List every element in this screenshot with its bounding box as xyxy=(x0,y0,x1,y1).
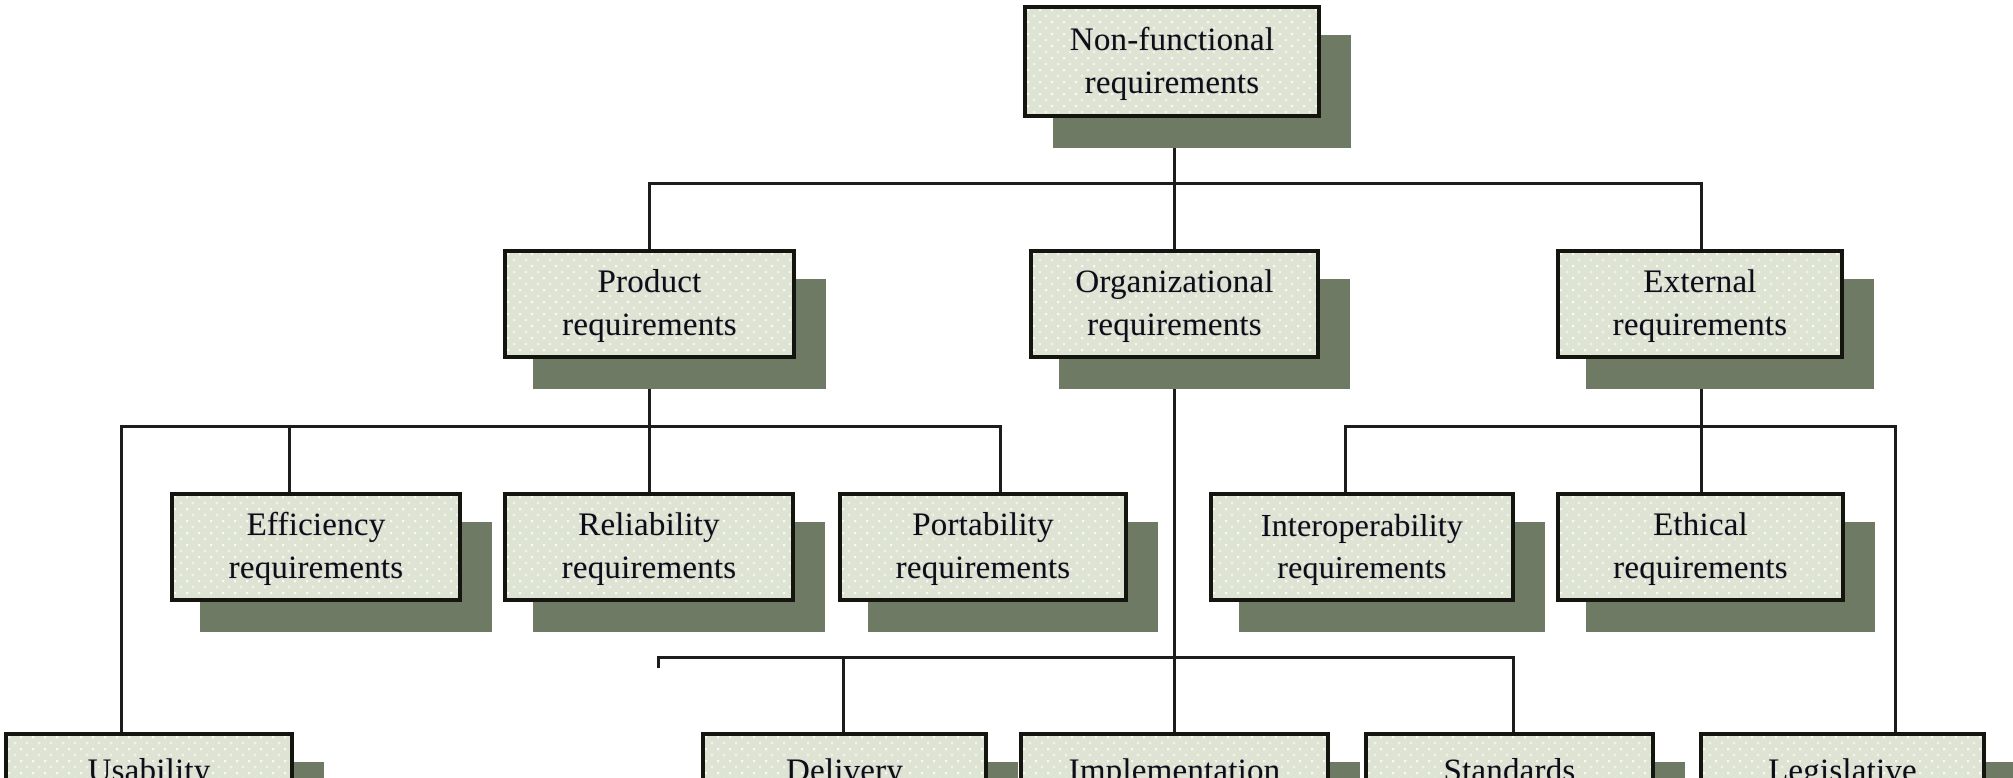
edge-to-external xyxy=(1700,182,1703,252)
node-efficiency-requirements[interactable]: Efficiency requirements xyxy=(170,492,462,602)
edge-to-legislative xyxy=(1894,425,1897,735)
edge-to-organizational xyxy=(1173,182,1176,252)
node-implementation-requirements[interactable]: Implementation xyxy=(1019,732,1330,778)
edge-product-bus xyxy=(120,425,1002,428)
edge-organizational-bus xyxy=(657,656,1515,659)
node-interoperability-requirements[interactable]: Interoperability requirements xyxy=(1209,492,1515,602)
node-label-standards-requirements: Standards xyxy=(1443,753,1576,778)
node-label-non-functional-requirements: Non-functional requirements xyxy=(1069,21,1275,101)
edge-to-efficiency xyxy=(288,425,291,495)
edge-external-stem xyxy=(1700,359,1703,427)
node-label-legislative-requirements: Legislative xyxy=(1768,753,1917,778)
node-label-implementation-requirements: Implementation xyxy=(1068,753,1281,778)
edge-root-stem xyxy=(1173,118,1176,184)
edge-to-product xyxy=(648,182,651,252)
node-label-organizational-requirements: Organizational requirements xyxy=(1075,264,1274,343)
node-usability-requirements[interactable]: Usability xyxy=(4,732,294,778)
edge-to-reliability xyxy=(648,425,651,495)
node-non-functional-requirements[interactable]: Non-functional requirements xyxy=(1023,5,1321,118)
edge-product-stem xyxy=(648,359,651,427)
edge-to-ethical xyxy=(1700,425,1703,495)
node-portability-requirements[interactable]: Portability requirements xyxy=(838,492,1128,602)
edge-to-delivery xyxy=(842,656,845,735)
node-legislative-requirements[interactable]: Legislative xyxy=(1699,732,1986,778)
node-label-ethical-requirements: Ethical requirements xyxy=(1613,507,1788,586)
node-product-requirements[interactable]: Product requirements xyxy=(503,249,796,359)
node-label-usability-requirements: Usability xyxy=(87,753,211,778)
node-standards-requirements[interactable]: Standards xyxy=(1364,732,1655,778)
edge-organizational-bus-right-end xyxy=(1512,656,1515,668)
edge-organizational-stem xyxy=(1173,359,1176,659)
edge-to-standards xyxy=(1512,656,1515,735)
node-label-portability-requirements: Portability requirements xyxy=(895,507,1071,586)
edge-to-interoperability xyxy=(1344,425,1347,495)
node-label-efficiency-requirements: Efficiency requirements xyxy=(228,507,404,586)
node-label-product-requirements: Product requirements xyxy=(562,264,737,343)
node-label-interoperability-requirements: Interoperability requirements xyxy=(1260,507,1464,585)
node-label-delivery-requirements: Delivery xyxy=(785,753,904,778)
edge-to-portability xyxy=(999,425,1002,495)
node-organizational-requirements[interactable]: Organizational requirements xyxy=(1029,249,1320,359)
edge-organizational-bus-left-end xyxy=(657,656,660,668)
node-external-requirements[interactable]: External requirements xyxy=(1556,249,1844,359)
node-delivery-requirements[interactable]: Delivery xyxy=(701,732,988,778)
edge-external-bus xyxy=(1344,425,1897,428)
edge-to-implementation xyxy=(1173,656,1176,735)
node-reliability-requirements[interactable]: Reliability requirements xyxy=(503,492,795,602)
node-ethical-requirements[interactable]: Ethical requirements xyxy=(1556,492,1845,602)
edge-to-usability xyxy=(120,425,123,735)
node-label-reliability-requirements: Reliability requirements xyxy=(561,507,737,586)
node-label-external-requirements: External requirements xyxy=(1612,264,1788,343)
